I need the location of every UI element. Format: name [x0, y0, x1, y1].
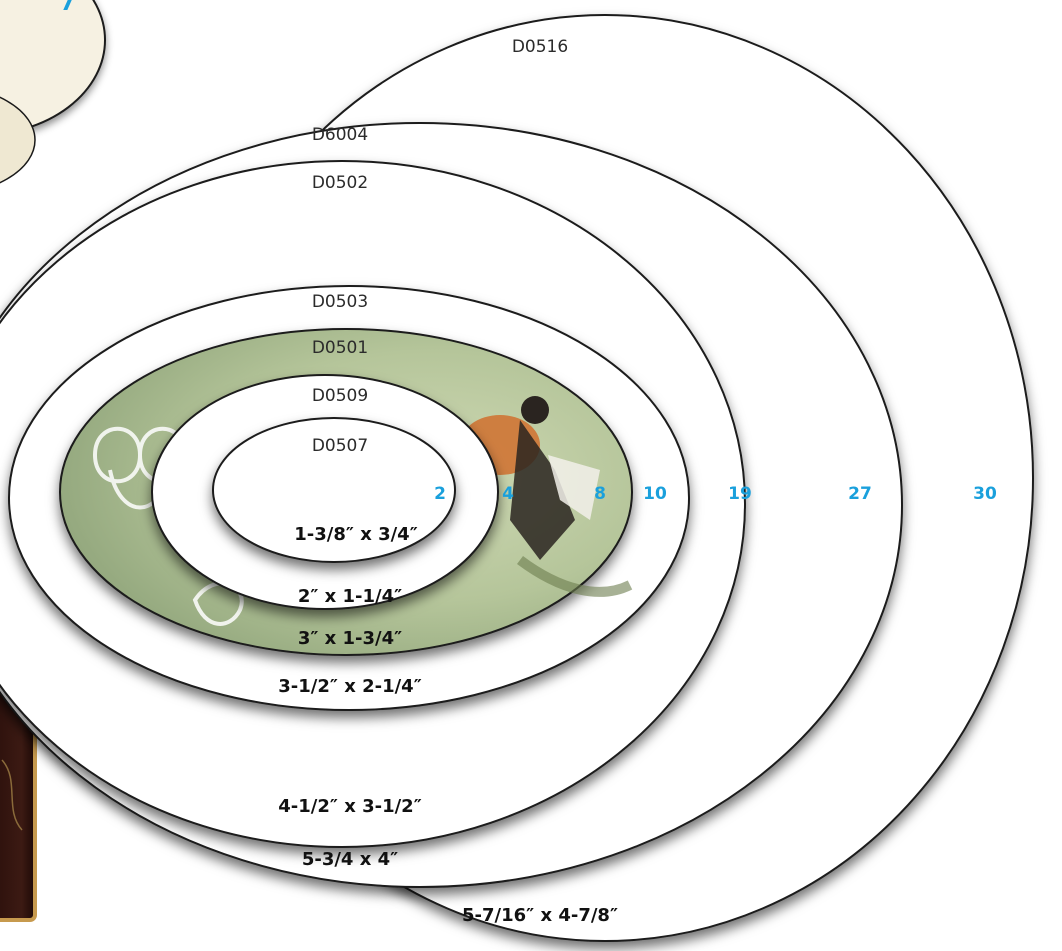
oval-d0507	[212, 417, 456, 563]
count-label-d0516: 30	[973, 484, 997, 504]
oval-code-d0516: D0516	[512, 37, 568, 57]
oval-code-d0503: D0503	[312, 292, 368, 312]
size-label-d0502: 4-1/2″ x 3-1/2″	[278, 796, 421, 817]
count-label-d0507: 2	[434, 484, 446, 504]
oval-code-d0501: D0501	[312, 338, 368, 358]
oval-code-d0509: D0509	[312, 386, 368, 406]
oval-code-d6004: D6004	[312, 125, 368, 145]
top-left-number: 7	[60, 0, 75, 16]
count-label-d0502: 19	[728, 484, 752, 504]
count-label-d0501: 8	[594, 484, 606, 504]
size-label-d0507: 1-3/8″ x 3/4″	[294, 524, 417, 545]
size-label-d6004: 5-3/4 x 4″	[302, 849, 398, 870]
oval-code-d0502: D0502	[312, 173, 368, 193]
size-label-d0501: 3″ x 1-3/4″	[298, 628, 402, 649]
count-label-d6004: 27	[848, 484, 872, 504]
size-label-d0503: 3-1/2″ x 2-1/4″	[278, 676, 421, 697]
size-label-d0516: 5-7/16″ x 4-7/8″	[462, 905, 618, 926]
top-left-oval-fragment	[0, 0, 106, 184]
size-label-d0509: 2″ x 1-1/4″	[298, 586, 402, 607]
count-label-d0509: 4	[502, 484, 514, 504]
count-label-d0503: 10	[643, 484, 667, 504]
oval-code-d0507: D0507	[312, 436, 368, 456]
